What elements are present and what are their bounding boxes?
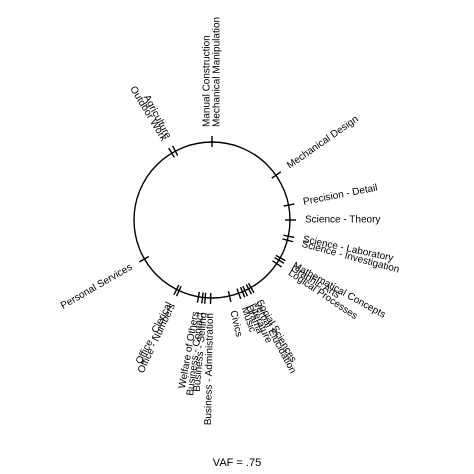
item-tick — [274, 256, 285, 264]
vaf-caption: VAF = .75 — [213, 457, 261, 469]
item-tick — [196, 291, 201, 303]
item-label-science-theory: Science - Theory — [305, 215, 380, 226]
circumplex-circle — [133, 141, 291, 299]
item-tick — [242, 285, 249, 297]
item-tick — [236, 288, 242, 300]
item-tick — [173, 284, 180, 296]
item-tick — [201, 292, 204, 304]
item-tick — [275, 254, 286, 262]
item-ticks — [138, 136, 296, 305]
item-label-mechanical-design: Mechanical Design — [285, 114, 361, 171]
item-tick — [168, 147, 176, 158]
item-tick — [203, 292, 207, 304]
item-tick — [283, 203, 295, 207]
item-tick — [271, 171, 282, 179]
item-tick — [247, 282, 255, 294]
item-tick — [239, 286, 246, 298]
item-tick — [272, 260, 283, 268]
item-tick — [138, 255, 150, 263]
item-tick — [227, 290, 232, 303]
item-tick — [245, 284, 253, 295]
item-tick — [283, 234, 295, 239]
item-tick — [175, 285, 182, 297]
item-label-mechanical-manipulation: Mechanical Manipulation — [212, 17, 223, 127]
item-label-manual-construction: Manual Construction — [202, 35, 213, 127]
item-tick — [171, 145, 179, 156]
item-label-business-administration: Business - Administration — [203, 313, 216, 425]
item-label-personal-services: Personal Services — [59, 262, 134, 312]
item-tick — [282, 238, 294, 243]
item-label-precision-detail: Precision - Detail — [302, 183, 378, 208]
